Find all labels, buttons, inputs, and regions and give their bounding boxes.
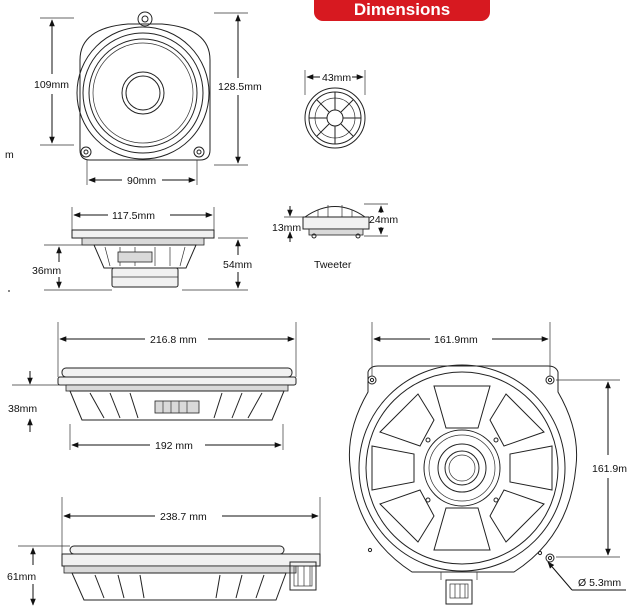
subwoofer-mount-depth-dimension: 38mm [8,371,66,432]
tweeter-side-view [302,205,370,239]
sub-body-width-label: 192 mm [155,440,193,452]
subwoofer-side-view-bottom [61,545,321,601]
subwoofer-front-view [348,364,578,605]
tweeter-caption: Tweeter [314,259,352,271]
sub-depth-label: 61mm [7,571,36,583]
subwoofer-body-width-dimension: 192 mm [69,424,284,452]
midrange-height-dimension: 109mm [34,17,74,146]
subwoofer-hole-spacing-v-dimension: 161.9m [556,379,627,558]
midrange-mount-depth-dimension: 36mm [32,244,112,291]
sub-outer-width-label: 216.8 mm [150,334,197,346]
midrange-side-width-dimension: 117.5mm [71,207,215,230]
mid-mount-depth-label: 36mm [32,265,61,277]
subwoofer-outer-width-dimension: 216.8 mm [57,322,297,377]
midrange-front-view [76,11,211,161]
sub-hole-spacing-h-label: 161.9mm [434,334,478,346]
tweeter-mount-dimension: 13mm [272,206,303,242]
sub-frame-width-label: 238.7 mm [160,511,207,523]
subwoofer-depth-dimension: 61mm [7,545,70,606]
subwoofer-frame-width-dimension: 238.7 mm [61,497,321,554]
tweeter-mount-label: 13mm [272,222,301,234]
tweeter-depth-dimension: 24mm [364,203,398,237]
dimensions-title-badge: Dimensions [314,0,490,21]
mid-total-height-label: 128.5mm [218,81,262,93]
tweeter-diameter-dimension: 43mm [304,70,366,95]
mid-width-label: 90mm [127,175,156,187]
subwoofer-hole-spacing-h-dimension: 161.9mm [371,322,551,376]
tweeter-depth-label: 24mm [369,214,398,226]
midrange-depth-dimension: 54mm [182,237,252,291]
subwoofer-side-view-top [57,367,297,421]
mid-depth-label: 54mm [223,259,252,271]
subwoofer-hole-diameter-callout: Ø 5.3mm [547,561,626,591]
sub-mount-depth-label: 38mm [8,403,37,415]
tweeter-front-view [304,87,366,149]
midrange-side-view [71,229,215,288]
sub-hole-spacing-v-label: 161.9m [592,463,627,475]
mid-height-label: 109mm [34,79,69,91]
tweeter-diameter-label: 43mm [322,72,351,84]
sub-hole-diameter-label: Ø 5.3mm [578,577,621,589]
mid-side-width-label: 117.5mm [112,210,155,222]
midrange-total-height-dimension: 128.5mm [214,12,262,166]
left-cut-label: m [5,149,14,161]
midrange-width-dimension: 90mm [86,160,198,187]
dimensions-title: Dimensions [353,0,451,19]
